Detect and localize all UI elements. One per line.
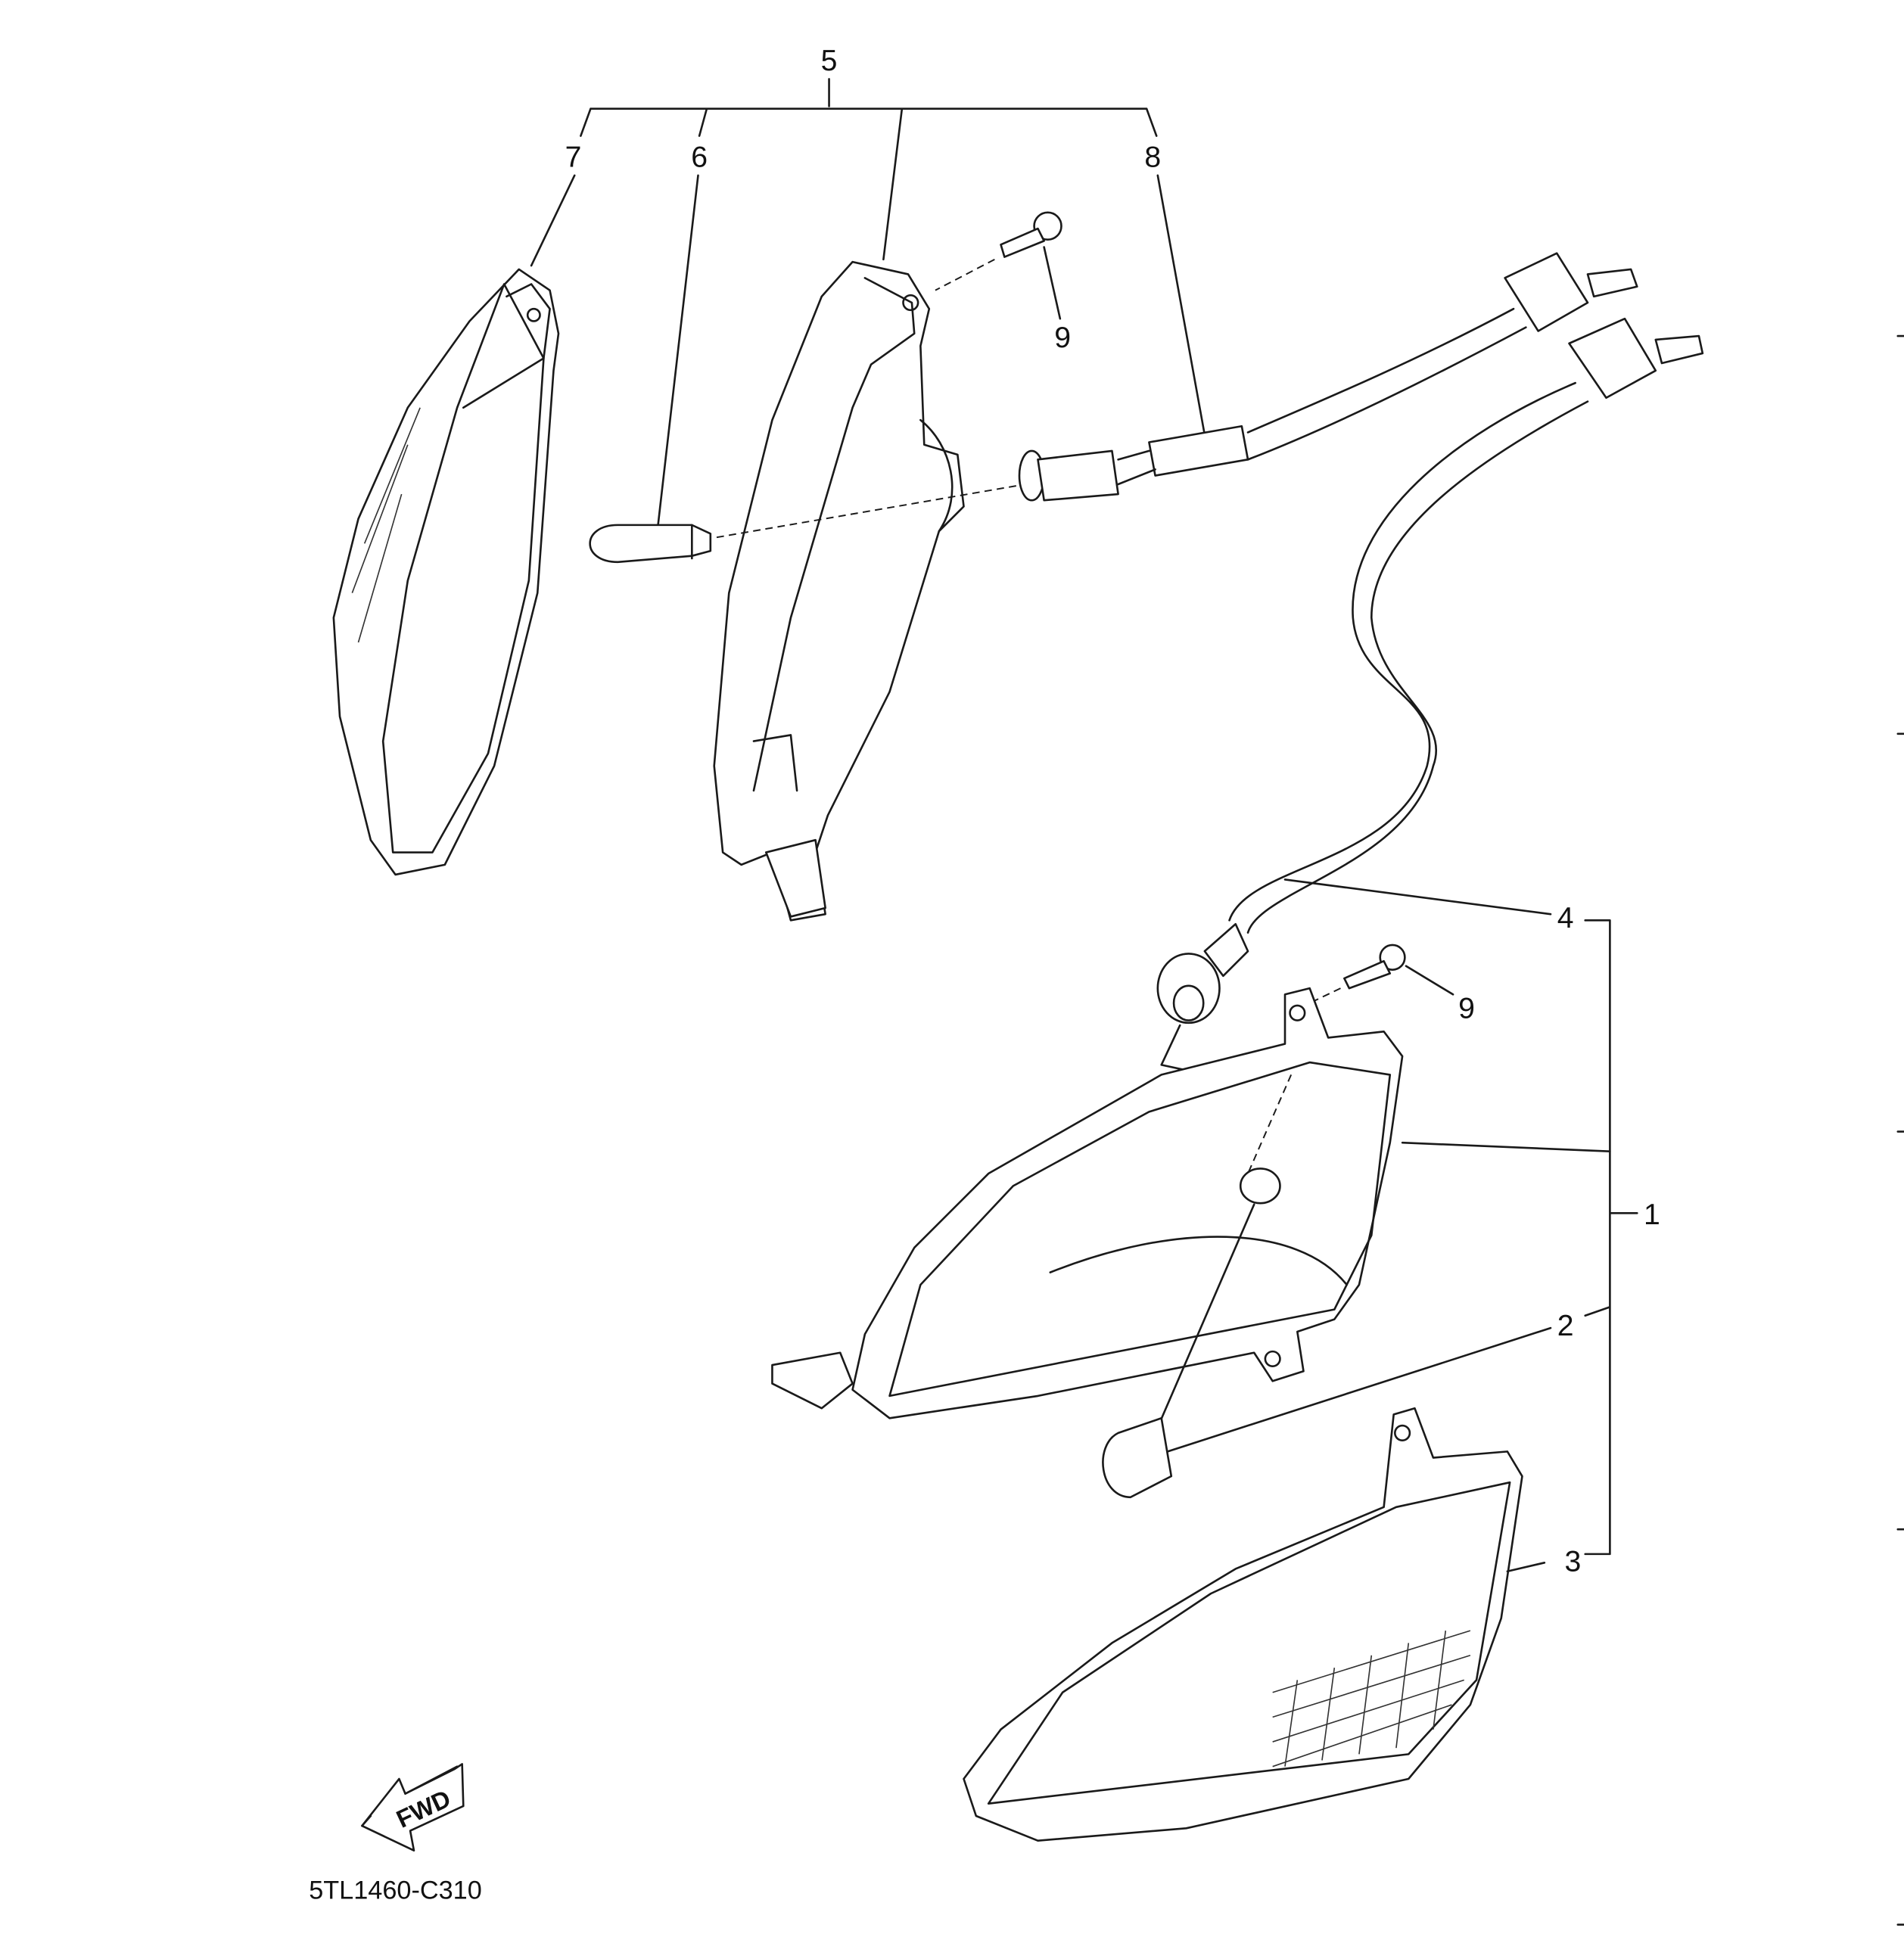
bulb-2 [1102, 1326, 1552, 1499]
callout-6: 6 [691, 141, 708, 173]
socket-and-wiring [1018, 252, 1704, 1082]
callout-2: 2 [1557, 1310, 1574, 1342]
callout-5: 5 [821, 45, 838, 77]
housing-5 [713, 260, 965, 922]
callout-labels: 5 7 6 8 9 9 4 1 2 3 [565, 45, 1660, 1578]
lens-3 [963, 1407, 1546, 1842]
callout-bracket-1 [1584, 919, 1638, 1556]
bulb-6 [589, 483, 1026, 564]
callout-7: 7 [565, 141, 582, 173]
screw-9-top [935, 211, 1062, 320]
callout-8: 8 [1144, 141, 1161, 173]
fwd-arrow-icon: FWD [361, 1763, 465, 1852]
callout-bracket-5 [530, 78, 1206, 533]
callout-9-lower: 9 [1458, 992, 1475, 1024]
lens-7 [332, 268, 560, 876]
part-code: 5TL1460-C310 [309, 1876, 482, 1904]
screw-9-lower [1309, 944, 1454, 1004]
callout-3: 3 [1565, 1546, 1582, 1578]
callout-4: 4 [1557, 902, 1574, 934]
callout-9-top: 9 [1054, 322, 1071, 354]
housing-1 [771, 987, 1611, 1435]
edge-marks [1896, 334, 1904, 1926]
callout-1: 1 [1644, 1199, 1660, 1231]
